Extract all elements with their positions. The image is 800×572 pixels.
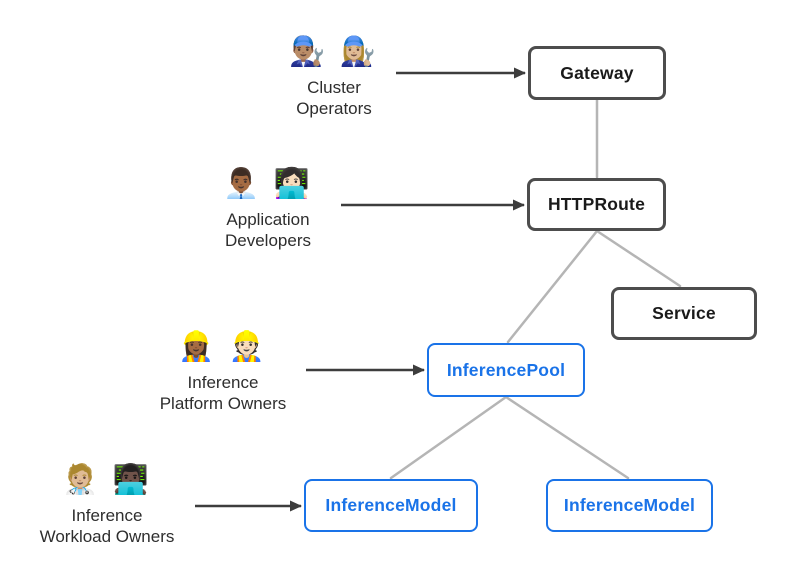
node-inferencemodel-left: InferenceModel (304, 479, 478, 532)
workload-owners-emoji-icon: 🧑🏼‍⚕️ 👨🏿‍💻 (62, 464, 152, 496)
node-httproute: HTTPRoute (527, 178, 666, 231)
persona-label-line: Workload Owners (39, 527, 175, 547)
persona-inference-workload-owners-label: Inference Workload Owners (0, 505, 217, 547)
node-service: Service (611, 287, 757, 340)
persona-label-line: Operators (296, 99, 372, 119)
persona-label-line: Application (226, 210, 310, 230)
persona-application-developers: 👨🏾‍💼 👩🏻‍💻 Application Developers (158, 168, 378, 252)
node-inferencepool: InferencePool (427, 343, 585, 397)
node-httproute-label: HTTPRoute (547, 194, 646, 214)
persona-inference-platform-owners: 👷🏾‍♀️ 👷🏻 Inference Platform Owners (113, 331, 333, 415)
persona-label-line: Inference (187, 373, 259, 393)
node-service-label: Service (652, 303, 716, 323)
persona-label-line: Cluster (307, 78, 361, 98)
mechanics-emoji-icon: 👨🏽‍🔧 👩🏼‍🔧 (289, 36, 379, 68)
construction-workers-emoji-icon: 👷🏾‍♀️ 👷🏻 (178, 331, 268, 363)
persona-inference-platform-owners-label: Inference Platform Owners (113, 372, 333, 414)
node-inferencemodel-right-label: InferenceModel (563, 495, 696, 515)
edge-inferencepool-inferencemodel-left (389, 395, 508, 480)
node-inferencemodel-left-label: InferenceModel (325, 495, 457, 515)
node-gateway-label: Gateway (560, 62, 634, 83)
node-inferencepool-label: InferencePool (446, 359, 566, 380)
edge-httproute-inferencepool (506, 229, 599, 344)
persona-label-line: Developers (225, 231, 311, 251)
persona-label-line: Platform Owners (159, 394, 287, 414)
node-gateway: Gateway (528, 46, 666, 100)
node-inferencemodel-right: InferenceModel (546, 479, 713, 532)
persona-application-developers-label: Application Developers (158, 209, 378, 251)
edge-httproute-service (595, 229, 682, 288)
edge-inferencepool-inferencemodel-right (504, 395, 630, 480)
developers-emoji-icon: 👨🏾‍💼 👩🏻‍💻 (223, 168, 313, 200)
persona-cluster-operators-label: Cluster Operators (224, 77, 444, 119)
persona-cluster-operators: 👨🏽‍🔧 👩🏼‍🔧 Cluster Operators (224, 36, 444, 120)
persona-inference-workload-owners: 🧑🏼‍⚕️ 👨🏿‍💻 Inference Workload Owners (0, 464, 217, 548)
persona-label-line: Inference (71, 506, 143, 526)
